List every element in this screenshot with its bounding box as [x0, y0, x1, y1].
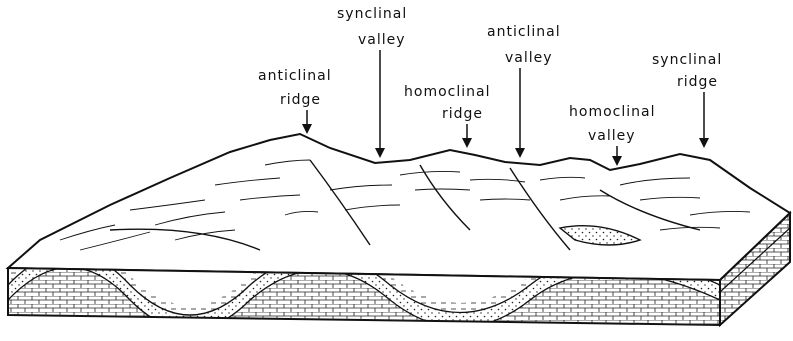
- anticlinal-ridge-line2: ridge: [280, 92, 321, 108]
- arrow-head: [302, 124, 312, 134]
- label-anticlinal-ridge: anticlinal ridge: [258, 68, 332, 134]
- label-homoclinal-valley: homoclinal valley: [569, 104, 655, 166]
- arrow-head: [612, 156, 622, 166]
- label-synclinal-ridge: synclinal ridge: [652, 52, 722, 148]
- terrain-surface: [8, 134, 790, 280]
- homoclinal-valley-line1: homoclinal: [569, 104, 655, 120]
- arrow-head: [699, 138, 709, 148]
- arrow-head: [462, 138, 472, 148]
- synclinal-valley-line1: synclinal: [337, 6, 407, 22]
- label-anticlinal-valley: anticlinal valley: [487, 24, 561, 158]
- anticlinal-ridge-line1: anticlinal: [258, 68, 332, 84]
- synclinal-ridge-line2: ridge: [677, 74, 718, 90]
- label-homoclinal-ridge: homoclinal ridge: [404, 84, 490, 148]
- homoclinal-valley-line2: valley: [588, 128, 636, 144]
- arrow-head: [375, 148, 385, 158]
- homoclinal-ridge-line2: ridge: [442, 106, 483, 122]
- anticlinal-valley-line2: valley: [505, 50, 553, 66]
- synclinal-ridge-line1: synclinal: [652, 52, 722, 68]
- label-synclinal-valley: synclinal valley: [337, 6, 407, 158]
- synclinal-valley-line2: valley: [358, 32, 406, 48]
- homoclinal-ridge-line1: homoclinal: [404, 84, 490, 100]
- anticlinal-valley-line1: anticlinal: [487, 24, 561, 40]
- arrow-head: [515, 148, 525, 158]
